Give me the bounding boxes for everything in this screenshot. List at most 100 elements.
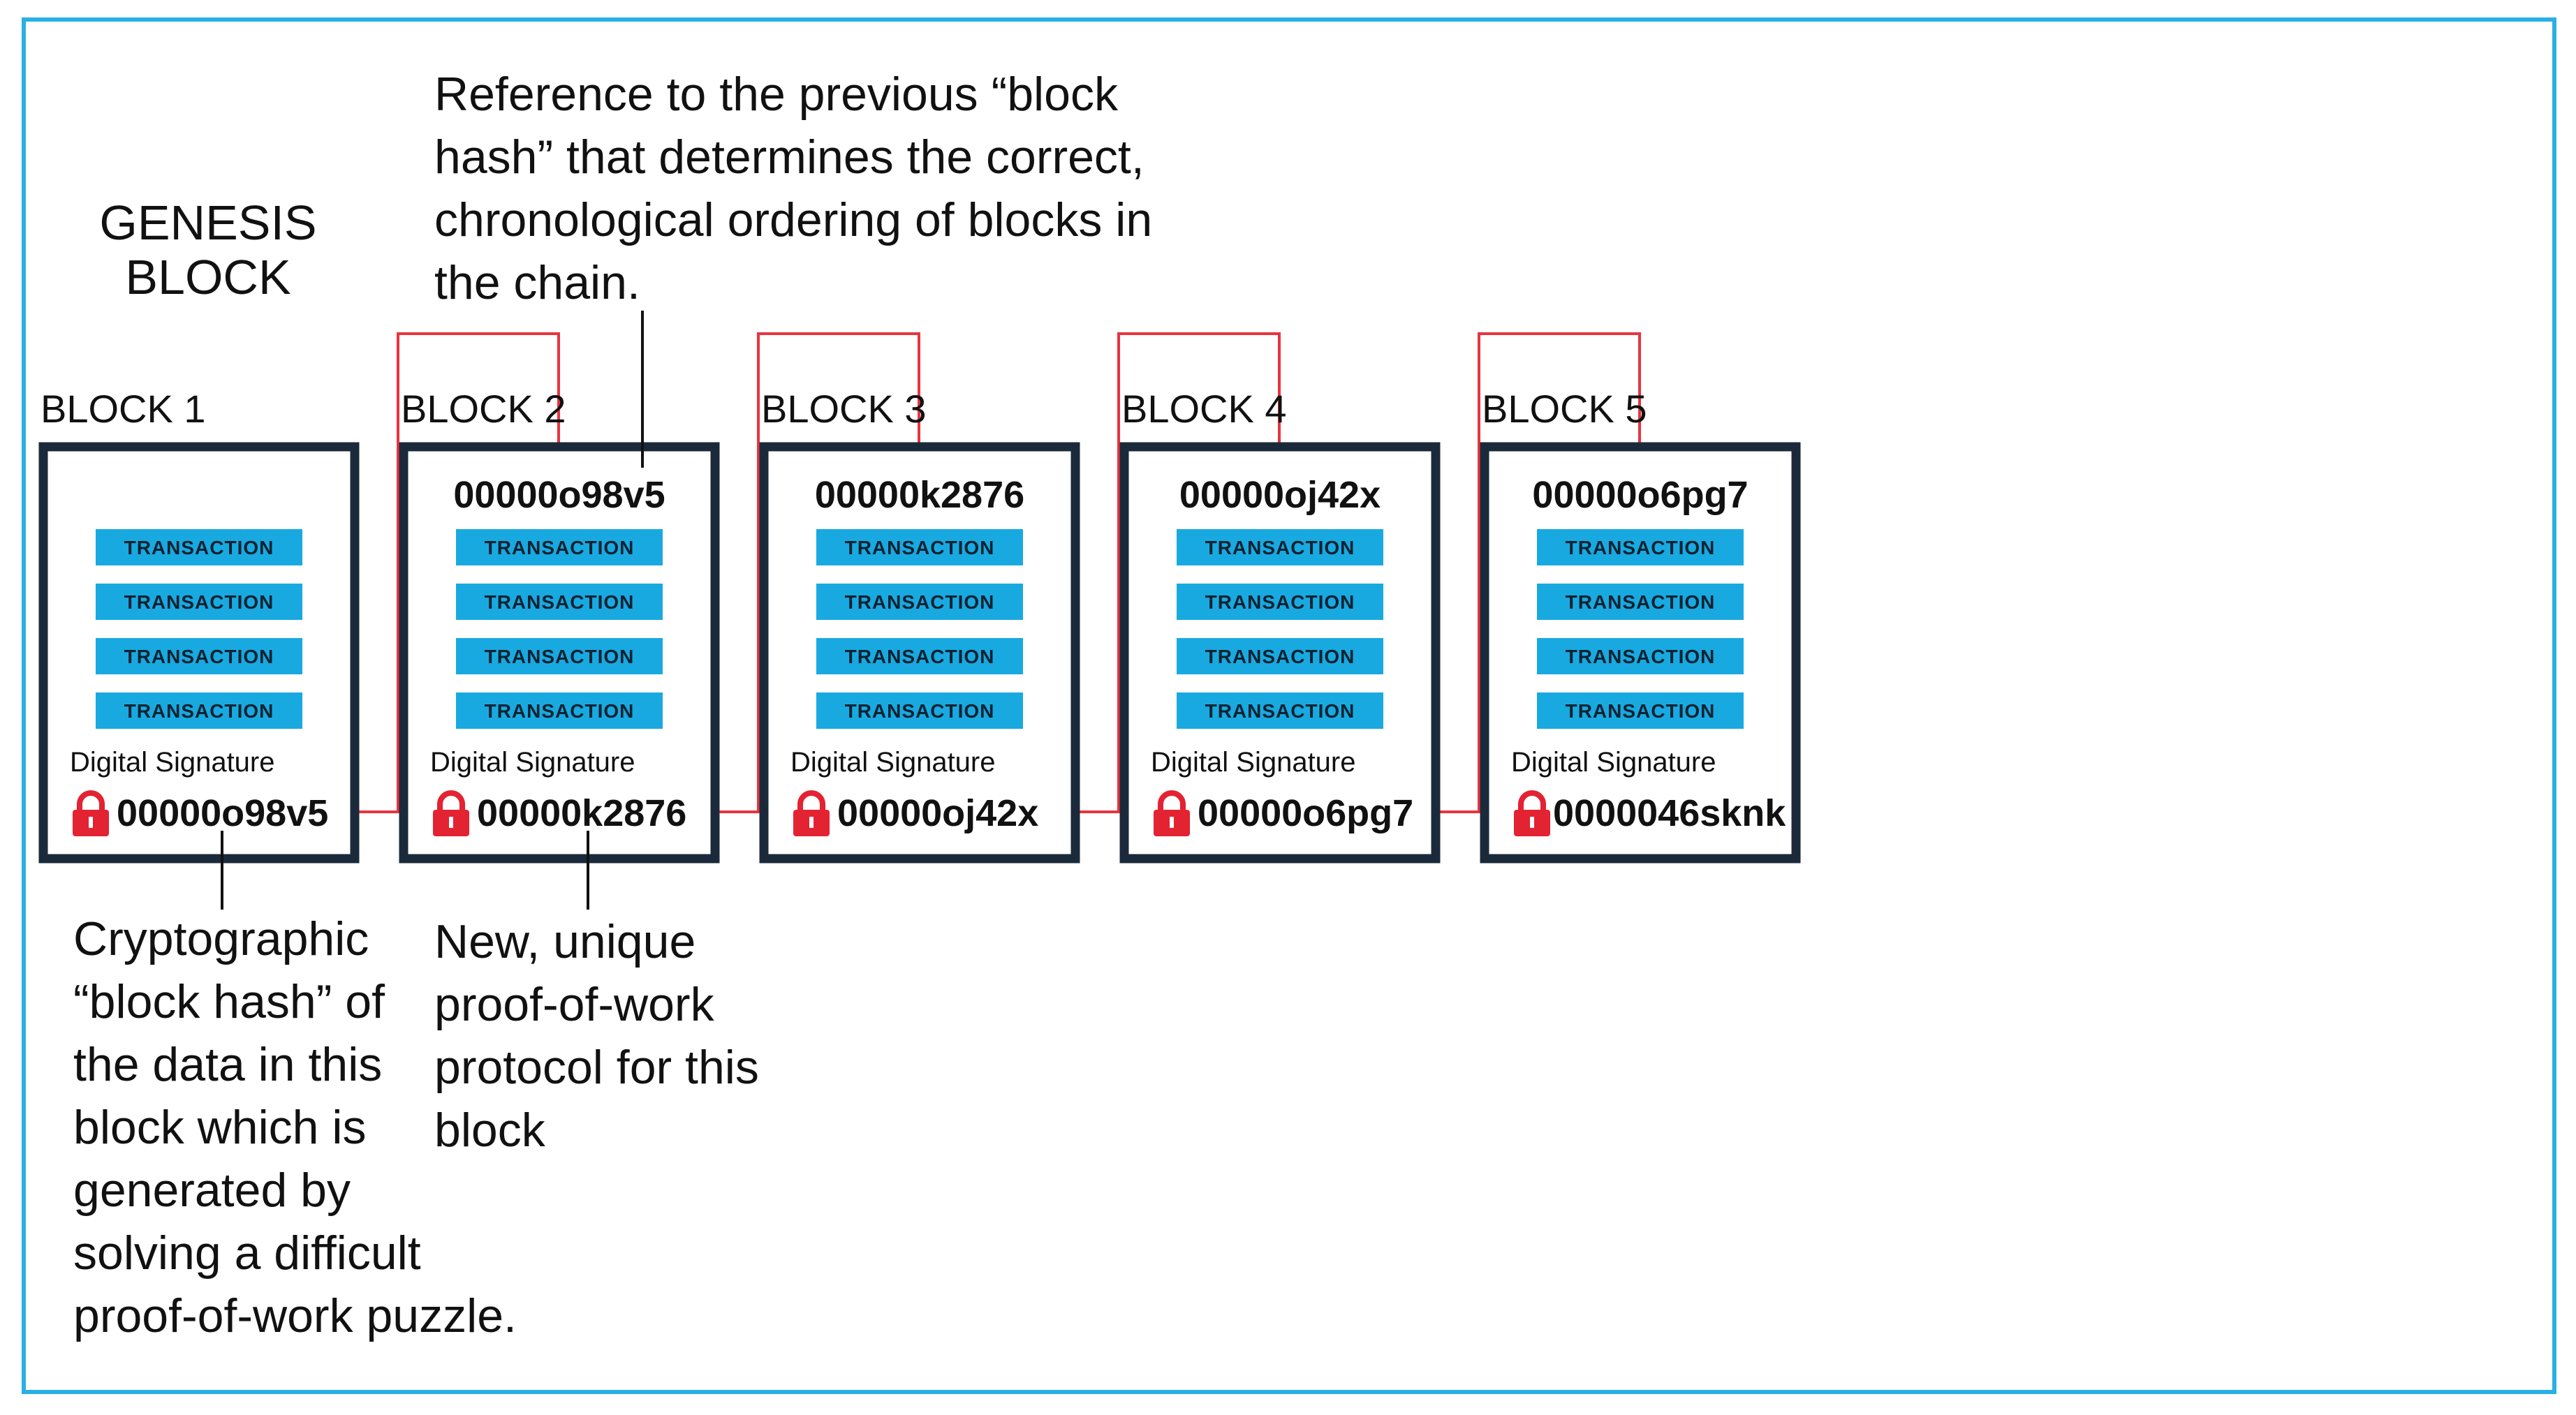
transaction-label: TRANSACTION	[124, 646, 274, 667]
signature-label: Digital Signature	[430, 747, 635, 778]
hash-link-line	[1068, 332, 1281, 813]
padlock-icon	[433, 790, 469, 836]
transaction-bar	[456, 584, 663, 620]
hash-link-line	[708, 332, 920, 813]
previous-hash-annotation-line: Reference to the previous “block	[434, 68, 1119, 121]
block-hash: 00000oj42x	[837, 792, 1038, 834]
block-hash-annotation-line: solving a difficult	[73, 1227, 421, 1280]
previous-hash: 00000o6pg7	[1532, 474, 1748, 516]
transaction-bar	[816, 692, 1023, 729]
genesis-label-line: GENESIS	[99, 195, 316, 250]
previous-hash: 00000o98v5	[453, 474, 665, 516]
transaction-label: TRANSACTION	[845, 537, 995, 558]
transaction-bar	[1177, 584, 1383, 620]
transaction-label: TRANSACTION	[124, 591, 274, 613]
block-chain: BLOCK 1 TRANSACTION TRANSACTION TRANSACTION…	[38, 387, 1801, 864]
block-1: BLOCK 1 TRANSACTION TRANSACTION TRANSACTION…	[38, 387, 360, 864]
padlock-keyhole	[1530, 817, 1534, 828]
transaction-bar	[1177, 692, 1383, 729]
padlock-shackle	[797, 790, 825, 811]
transaction-bar	[1177, 638, 1383, 674]
block-title: BLOCK 5	[1482, 387, 1647, 431]
block-hash-annotation: Cryptographic “block hash” of the data in …	[73, 912, 517, 1342]
transaction-bar	[816, 638, 1023, 674]
block-hash: 0000046sknk	[1553, 792, 1786, 834]
padlock-shackle	[1518, 790, 1546, 811]
transaction-label: TRANSACTION	[1566, 591, 1716, 613]
block-title: BLOCK 2	[401, 387, 566, 431]
signature-label: Digital Signature	[1151, 747, 1356, 778]
block-title: BLOCK 3	[761, 387, 927, 431]
transaction-label: TRANSACTION	[1205, 591, 1355, 613]
block-hash-annotation-line: generated by	[73, 1164, 351, 1217]
signature-label: Digital Signature	[1511, 747, 1716, 778]
padlock-keyhole	[449, 817, 453, 828]
transaction-bar	[96, 692, 302, 729]
transaction-bar	[816, 529, 1023, 565]
transaction-label: TRANSACTION	[485, 646, 635, 667]
padlock-icon	[1514, 790, 1550, 836]
padlock-keyhole	[1170, 817, 1174, 828]
transaction-label: TRANSACTION	[485, 700, 635, 722]
transaction-bar	[96, 638, 302, 674]
block-title: BLOCK 1	[41, 387, 206, 431]
padlock-icon	[1154, 790, 1190, 836]
padlock-shackle	[1158, 790, 1186, 811]
transaction-label: TRANSACTION	[1205, 537, 1355, 558]
transaction-label: TRANSACTION	[845, 646, 995, 667]
block-hash-annotation-line: Cryptographic	[73, 912, 369, 965]
transaction-bar	[456, 638, 663, 674]
proof-of-work-annotation-line: proof-of-work	[434, 978, 715, 1031]
block-hash-annotation-line: “block hash” of	[73, 975, 385, 1028]
transaction-label: TRANSACTION	[485, 537, 635, 558]
signature-label: Digital Signature	[790, 747, 996, 778]
hash-link-line	[1429, 332, 1641, 813]
block-hash-annotation-line: the data in this	[73, 1038, 382, 1091]
transaction-label: TRANSACTION	[1566, 646, 1716, 667]
transaction-label: TRANSACTION	[845, 700, 995, 722]
annotations: Reference to the previous “block hash” th…	[73, 68, 1152, 1342]
proof-of-work-annotation-line: New, unique	[434, 915, 695, 968]
transaction-bar	[1537, 529, 1744, 565]
padlock-shackle	[77, 790, 105, 811]
transaction-label: TRANSACTION	[124, 537, 274, 558]
transaction-bar	[1537, 692, 1744, 729]
transaction-label: TRANSACTION	[1566, 537, 1716, 558]
transaction-label: TRANSACTION	[124, 700, 274, 722]
transaction-label: TRANSACTION	[1205, 700, 1355, 722]
previous-hash: 00000oj42x	[1179, 474, 1381, 516]
padlock-icon	[73, 790, 109, 836]
transaction-label: TRANSACTION	[845, 591, 995, 613]
padlock-icon	[793, 790, 830, 836]
transaction-label: TRANSACTION	[1205, 646, 1355, 667]
previous-hash-annotation-line: the chain.	[434, 256, 640, 309]
transaction-bar	[96, 584, 302, 620]
transaction-bar	[1537, 584, 1744, 620]
block-title: BLOCK 4	[1121, 387, 1287, 431]
transaction-label: TRANSACTION	[485, 591, 635, 613]
hash-link-line	[348, 332, 560, 813]
previous-hash-annotation-line: chronological ordering of blocks in	[434, 193, 1152, 246]
padlock-shackle	[437, 790, 465, 811]
proof-of-work-annotation-line: block	[434, 1104, 546, 1157]
block-hash: 00000k2876	[477, 792, 686, 834]
transaction-bar	[816, 584, 1023, 620]
block-hash: 00000o6pg7	[1198, 792, 1413, 834]
block-hash: 00000o98v5	[117, 792, 328, 834]
genesis-label-line: BLOCK	[125, 250, 290, 304]
previous-hash-annotation-line: hash” that determines the correct,	[434, 131, 1145, 184]
transaction-bar	[1177, 529, 1383, 565]
transaction-bar	[456, 692, 663, 729]
transaction-bar	[96, 529, 302, 565]
transaction-bar	[456, 529, 663, 565]
previous-hash-annotation: Reference to the previous “block hash” th…	[434, 68, 1152, 309]
previous-hash: 00000k2876	[815, 474, 1024, 516]
transaction-bar	[1537, 638, 1744, 674]
